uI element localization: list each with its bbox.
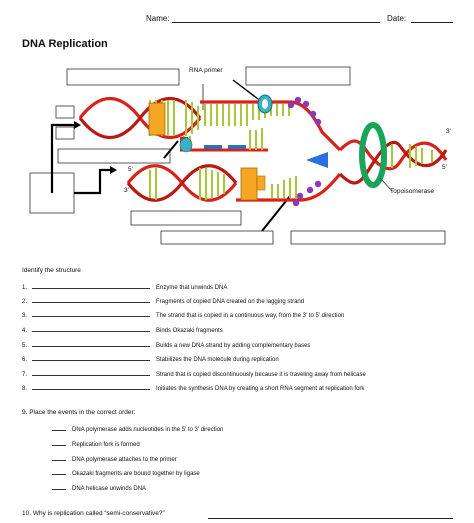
date-field[interactable]	[411, 22, 453, 23]
identify-num: 4.	[22, 328, 28, 334]
sliding-clamp-lower	[240, 167, 258, 201]
label-box-8	[160, 230, 274, 245]
label-box-9	[290, 230, 446, 245]
label-box-3	[55, 105, 75, 119]
three-prime-top-label: 3'	[446, 128, 451, 135]
identify-text: Strand that is copied discontinuously be…	[156, 372, 366, 378]
order-blank[interactable]	[52, 423, 66, 431]
order-text: DNA helicase unwinds DNA	[72, 486, 147, 492]
identify-num: 2.	[22, 299, 28, 305]
identify-num: 6.	[22, 357, 28, 363]
three-prime-left-label: 3'	[124, 187, 129, 194]
identify-text: Enzyme that unwinds DNA	[156, 285, 228, 291]
identify-text: The strand that is copied in a continuou…	[156, 313, 345, 319]
identify-row-4: 4. Binds Okazaki fragments	[22, 324, 223, 334]
label-box-7	[130, 210, 242, 226]
upper-helix	[78, 96, 342, 152]
order-blank[interactable]	[52, 482, 66, 490]
question-10: 10. Why is replication called “semi-cons…	[22, 510, 165, 517]
identify-num: 1.	[22, 285, 28, 291]
name-label: Name:	[146, 14, 170, 23]
five-prime-left-label: 5'	[128, 166, 133, 173]
order-row-3: DNA polymerase attaches to the primer	[52, 453, 177, 463]
label-box-4	[55, 126, 75, 140]
answer-blank[interactable]	[32, 353, 150, 361]
identify-text: Initiates the synthesis DNA by creating …	[156, 386, 365, 392]
answer-blank[interactable]	[32, 382, 150, 390]
order-text: Replication fork is formed	[72, 442, 140, 448]
order-row-5: DNA helicase unwinds DNA	[52, 482, 146, 492]
five-prime-right-label: 5'	[442, 164, 447, 171]
answer-blank[interactable]	[32, 339, 150, 347]
order-text: Okazaki fragments are bound together by …	[72, 471, 200, 477]
identify-row-2: 2. Fragments of copied DNA created on the…	[22, 295, 304, 305]
ssb-proteins	[287, 96, 322, 207]
label-box-2	[245, 66, 351, 86]
identify-row-3: 3. The strand that is copied in a continu…	[22, 309, 344, 319]
page-title: DNA Replication	[22, 38, 108, 50]
identify-row-7: 7. Strand that is copied discontinuously …	[22, 368, 366, 378]
identify-row-1: 1. Enzyme that unwinds DNA	[22, 281, 227, 291]
parent-helix	[338, 139, 448, 185]
sliding-clamp-upper	[148, 102, 166, 136]
answer-blank[interactable]	[32, 309, 150, 317]
question-10-answer-line[interactable]	[208, 518, 453, 519]
answer-blank[interactable]	[32, 368, 150, 376]
label-box-1	[66, 68, 180, 86]
order-blank[interactable]	[52, 438, 66, 446]
identify-text: Builds a new DNA strand by adding comple…	[156, 343, 311, 349]
helicase-wedge	[306, 152, 328, 168]
identify-text: Stabilizes the DNA molecule during repli…	[156, 357, 279, 363]
order-blank[interactable]	[52, 453, 66, 461]
name-field[interactable]	[172, 22, 380, 23]
identify-text: Binds Okazaki fragments	[156, 328, 223, 334]
lower-helix	[126, 164, 342, 202]
identify-num: 8.	[22, 386, 28, 392]
identify-num: 3.	[22, 313, 28, 319]
answer-blank[interactable]	[32, 324, 150, 332]
identify-row-8: 8. Initiates the synthesis DNA by creatin…	[22, 382, 364, 392]
identify-heading: Identify the structure	[22, 267, 81, 274]
rna-primer-label: RNA primer	[189, 67, 223, 74]
label-box-5	[57, 148, 171, 164]
topoisomerase-ring	[359, 122, 387, 188]
rna-primer-segment	[204, 145, 222, 149]
answer-blank[interactable]	[32, 295, 150, 303]
answer-blank[interactable]	[32, 281, 150, 289]
order-blank[interactable]	[52, 467, 66, 475]
identify-num: 7.	[22, 372, 28, 378]
identify-num: 5.	[22, 343, 28, 349]
order-row-4: Okazaki fragments are bound together by …	[52, 467, 200, 477]
date-label: Date:	[387, 14, 407, 23]
order-heading: 9. Place the events in the correct order…	[22, 409, 136, 416]
identify-text: Fragments of copied DNA created on the l…	[156, 299, 305, 305]
identify-row-5: 5. Builds a new DNA strand by adding comp…	[22, 339, 310, 349]
identify-row-6: 6. Stabilizes the DNA molecule during rep…	[22, 353, 279, 363]
order-row-1: DNA polymerase adds nucleotides in the 5…	[52, 423, 223, 433]
topoisomerase-label: Topoisomerase	[390, 188, 435, 195]
dna-replication-diagram	[29, 66, 448, 245]
order-text: DNA polymerase adds nucleotides in the 5…	[72, 427, 224, 433]
order-row-2: Replication fork is formed	[52, 438, 140, 448]
order-text: DNA polymerase attaches to the primer	[72, 457, 177, 463]
